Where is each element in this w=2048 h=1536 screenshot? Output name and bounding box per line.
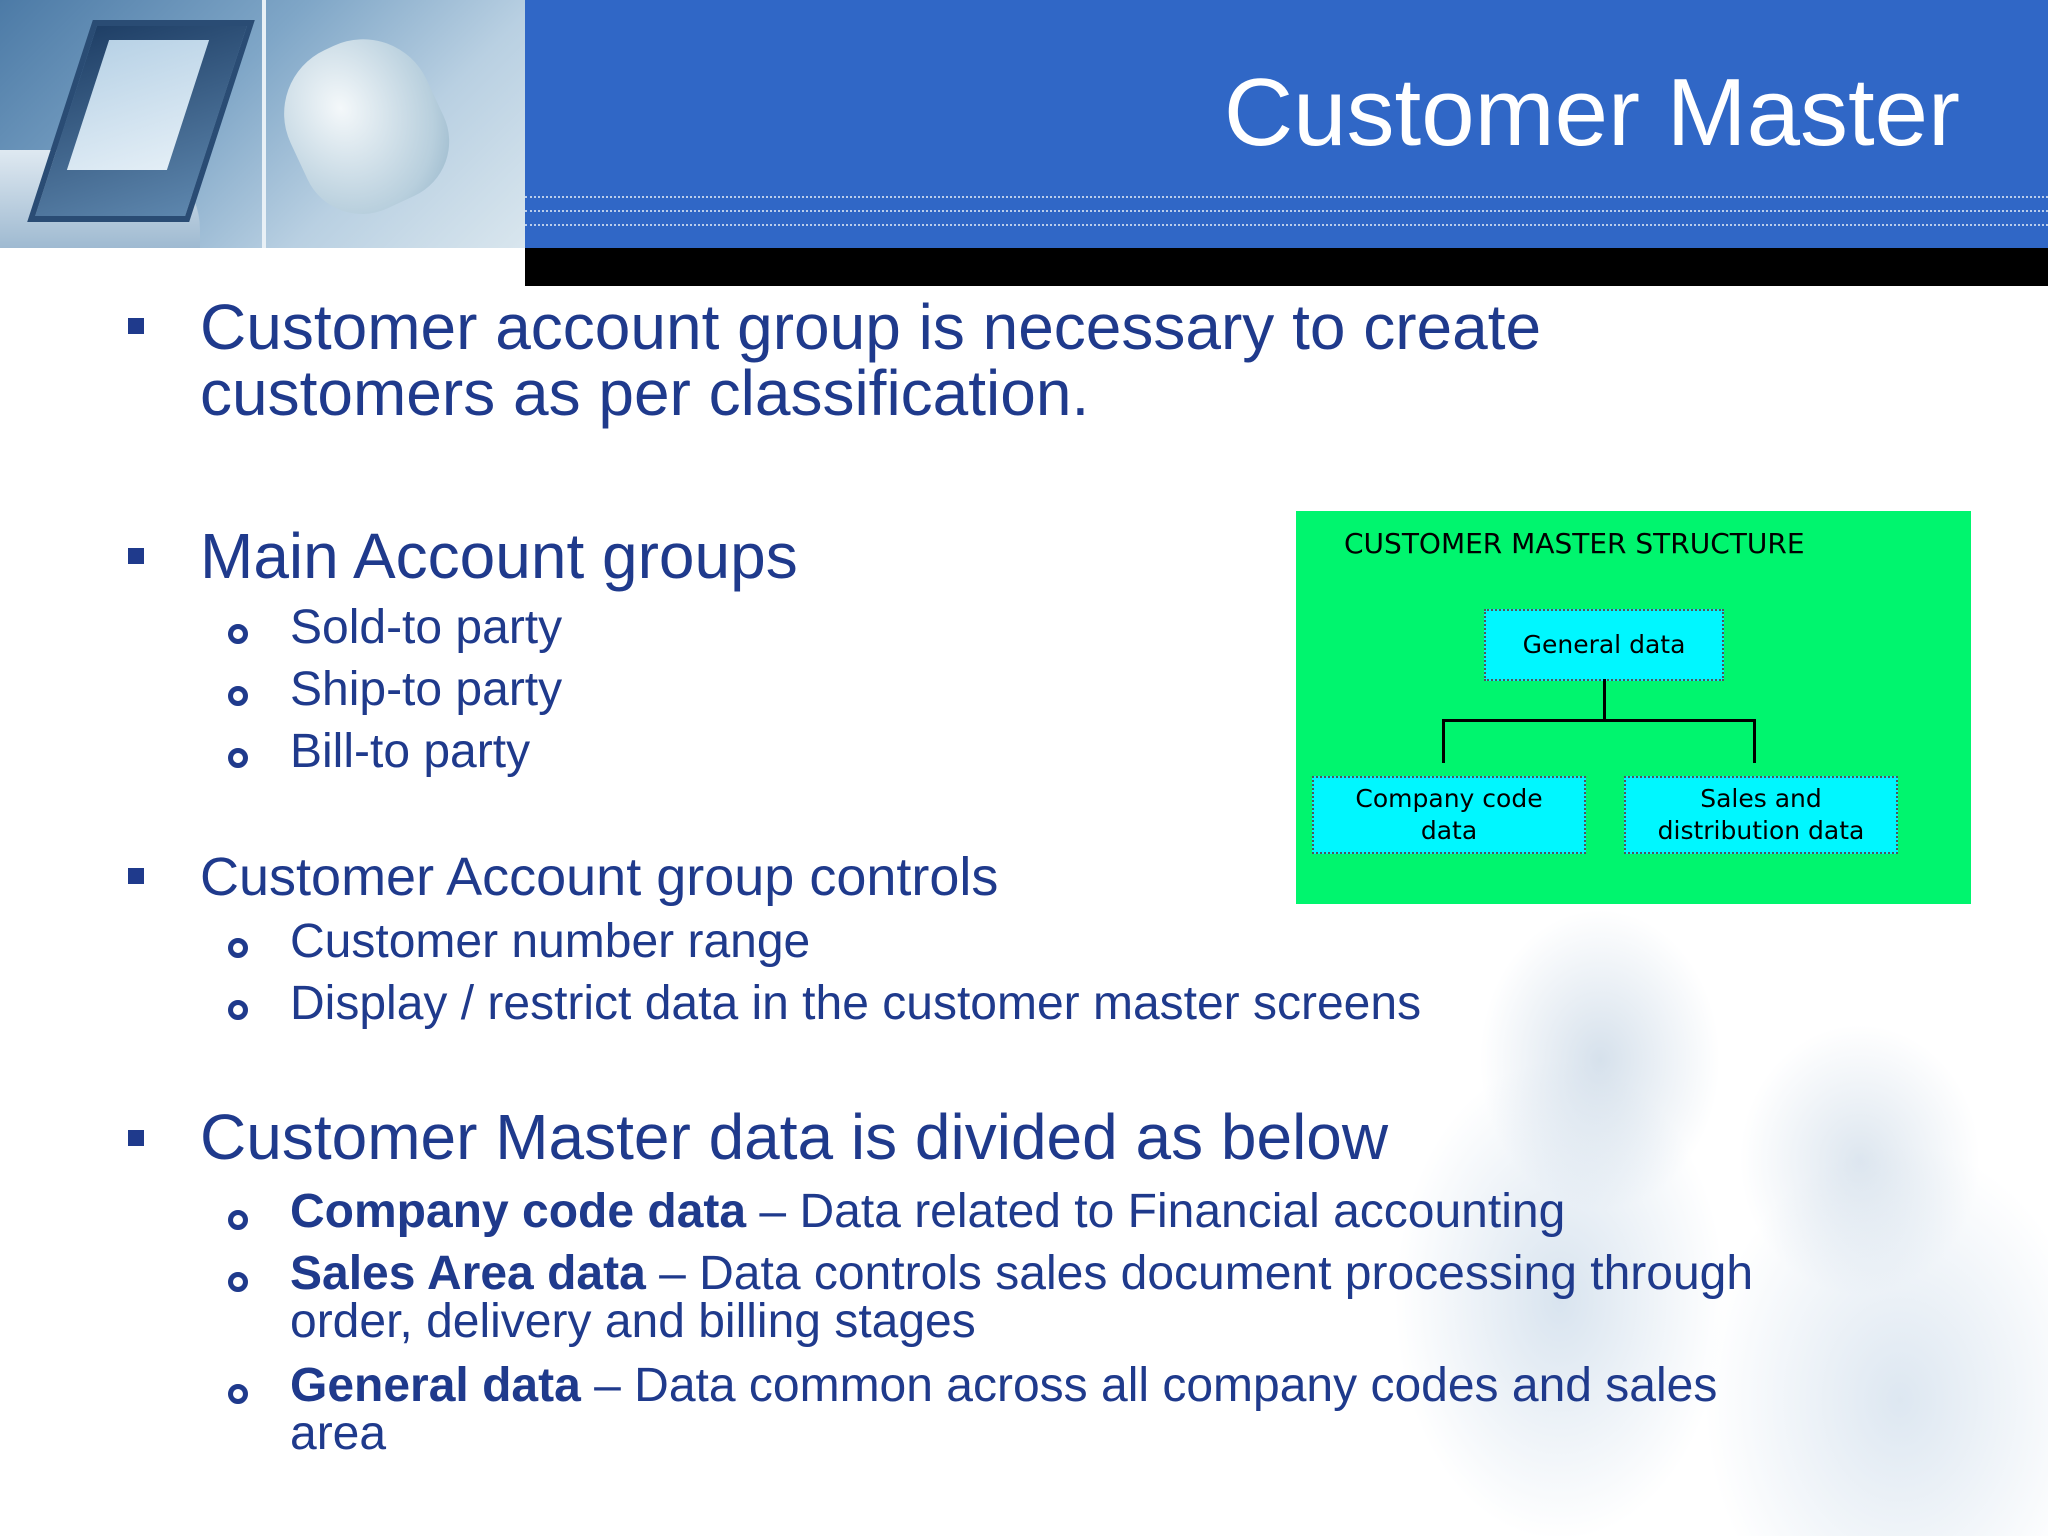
connector-line <box>1603 679 1606 721</box>
connector-line <box>1753 719 1756 763</box>
sub-bullet-ring-icon <box>228 624 248 644</box>
bullet-square-icon <box>128 548 144 564</box>
bullet-1-line-2: customers as per classification. <box>200 357 1090 429</box>
customer-master-structure-diagram: CUSTOMER MASTER STRUCTURE General data C… <box>1296 511 1971 904</box>
sub-bullet-sold-to: Sold-to party <box>290 601 563 654</box>
header-rule <box>525 248 2048 286</box>
sub-bullet-sales-area: Sales Area data – Data controls sales do… <box>290 1247 1754 1300</box>
bullet-square-icon <box>128 318 144 334</box>
sub-bullet-ring-icon <box>228 1000 248 1020</box>
background-photo <box>1300 880 2048 1536</box>
bullet-square-icon <box>128 868 144 884</box>
bullet-4-text: Customer Master data is divided as below <box>200 1101 1389 1173</box>
sub-bullet-ring-icon <box>228 748 248 768</box>
sub-bullet-ship-to: Ship-to party <box>290 663 563 716</box>
header-photo <box>0 0 525 248</box>
slide-title: Customer Master <box>1223 59 1960 166</box>
sub-bullet-number-range: Customer number range <box>290 915 811 968</box>
header-dots <box>525 196 2048 198</box>
diagram-node-general-data: General data <box>1484 609 1724 681</box>
sub-bullet-ring-icon <box>228 686 248 706</box>
sub-bullet-display-restrict: Display / restrict data in the customer … <box>290 977 1422 1030</box>
header-band <box>525 0 2048 248</box>
bullet-square-icon <box>128 1130 144 1146</box>
sub-bullet-general-data-cont: area <box>290 1407 387 1460</box>
bullet-3-text: Customer Account group controls <box>200 847 999 907</box>
sub-bullet-sales-area-cont: order, delivery and billing stages <box>290 1295 976 1348</box>
sub-bullet-ring-icon <box>228 1384 248 1404</box>
bullet-2-text: Main Account groups <box>200 520 798 592</box>
connector-line <box>1442 719 1756 722</box>
sub-bullet-company-code: Company code data – Data related to Fina… <box>290 1185 1566 1238</box>
mouse-image <box>261 16 469 234</box>
connector-line <box>1442 719 1445 763</box>
sub-bullet-ring-icon <box>228 1210 248 1230</box>
sub-bullet-bill-to: Bill-to party <box>290 725 531 778</box>
sub-bullet-ring-icon <box>228 938 248 958</box>
sub-bullet-ring-icon <box>228 1272 248 1292</box>
diagram-title: CUSTOMER MASTER STRUCTURE <box>1344 527 1805 560</box>
sub-bullet-general-data: General data – Data common across all co… <box>290 1359 1718 1412</box>
bullet-1-line-1: Customer account group is necessary to c… <box>200 291 1542 363</box>
